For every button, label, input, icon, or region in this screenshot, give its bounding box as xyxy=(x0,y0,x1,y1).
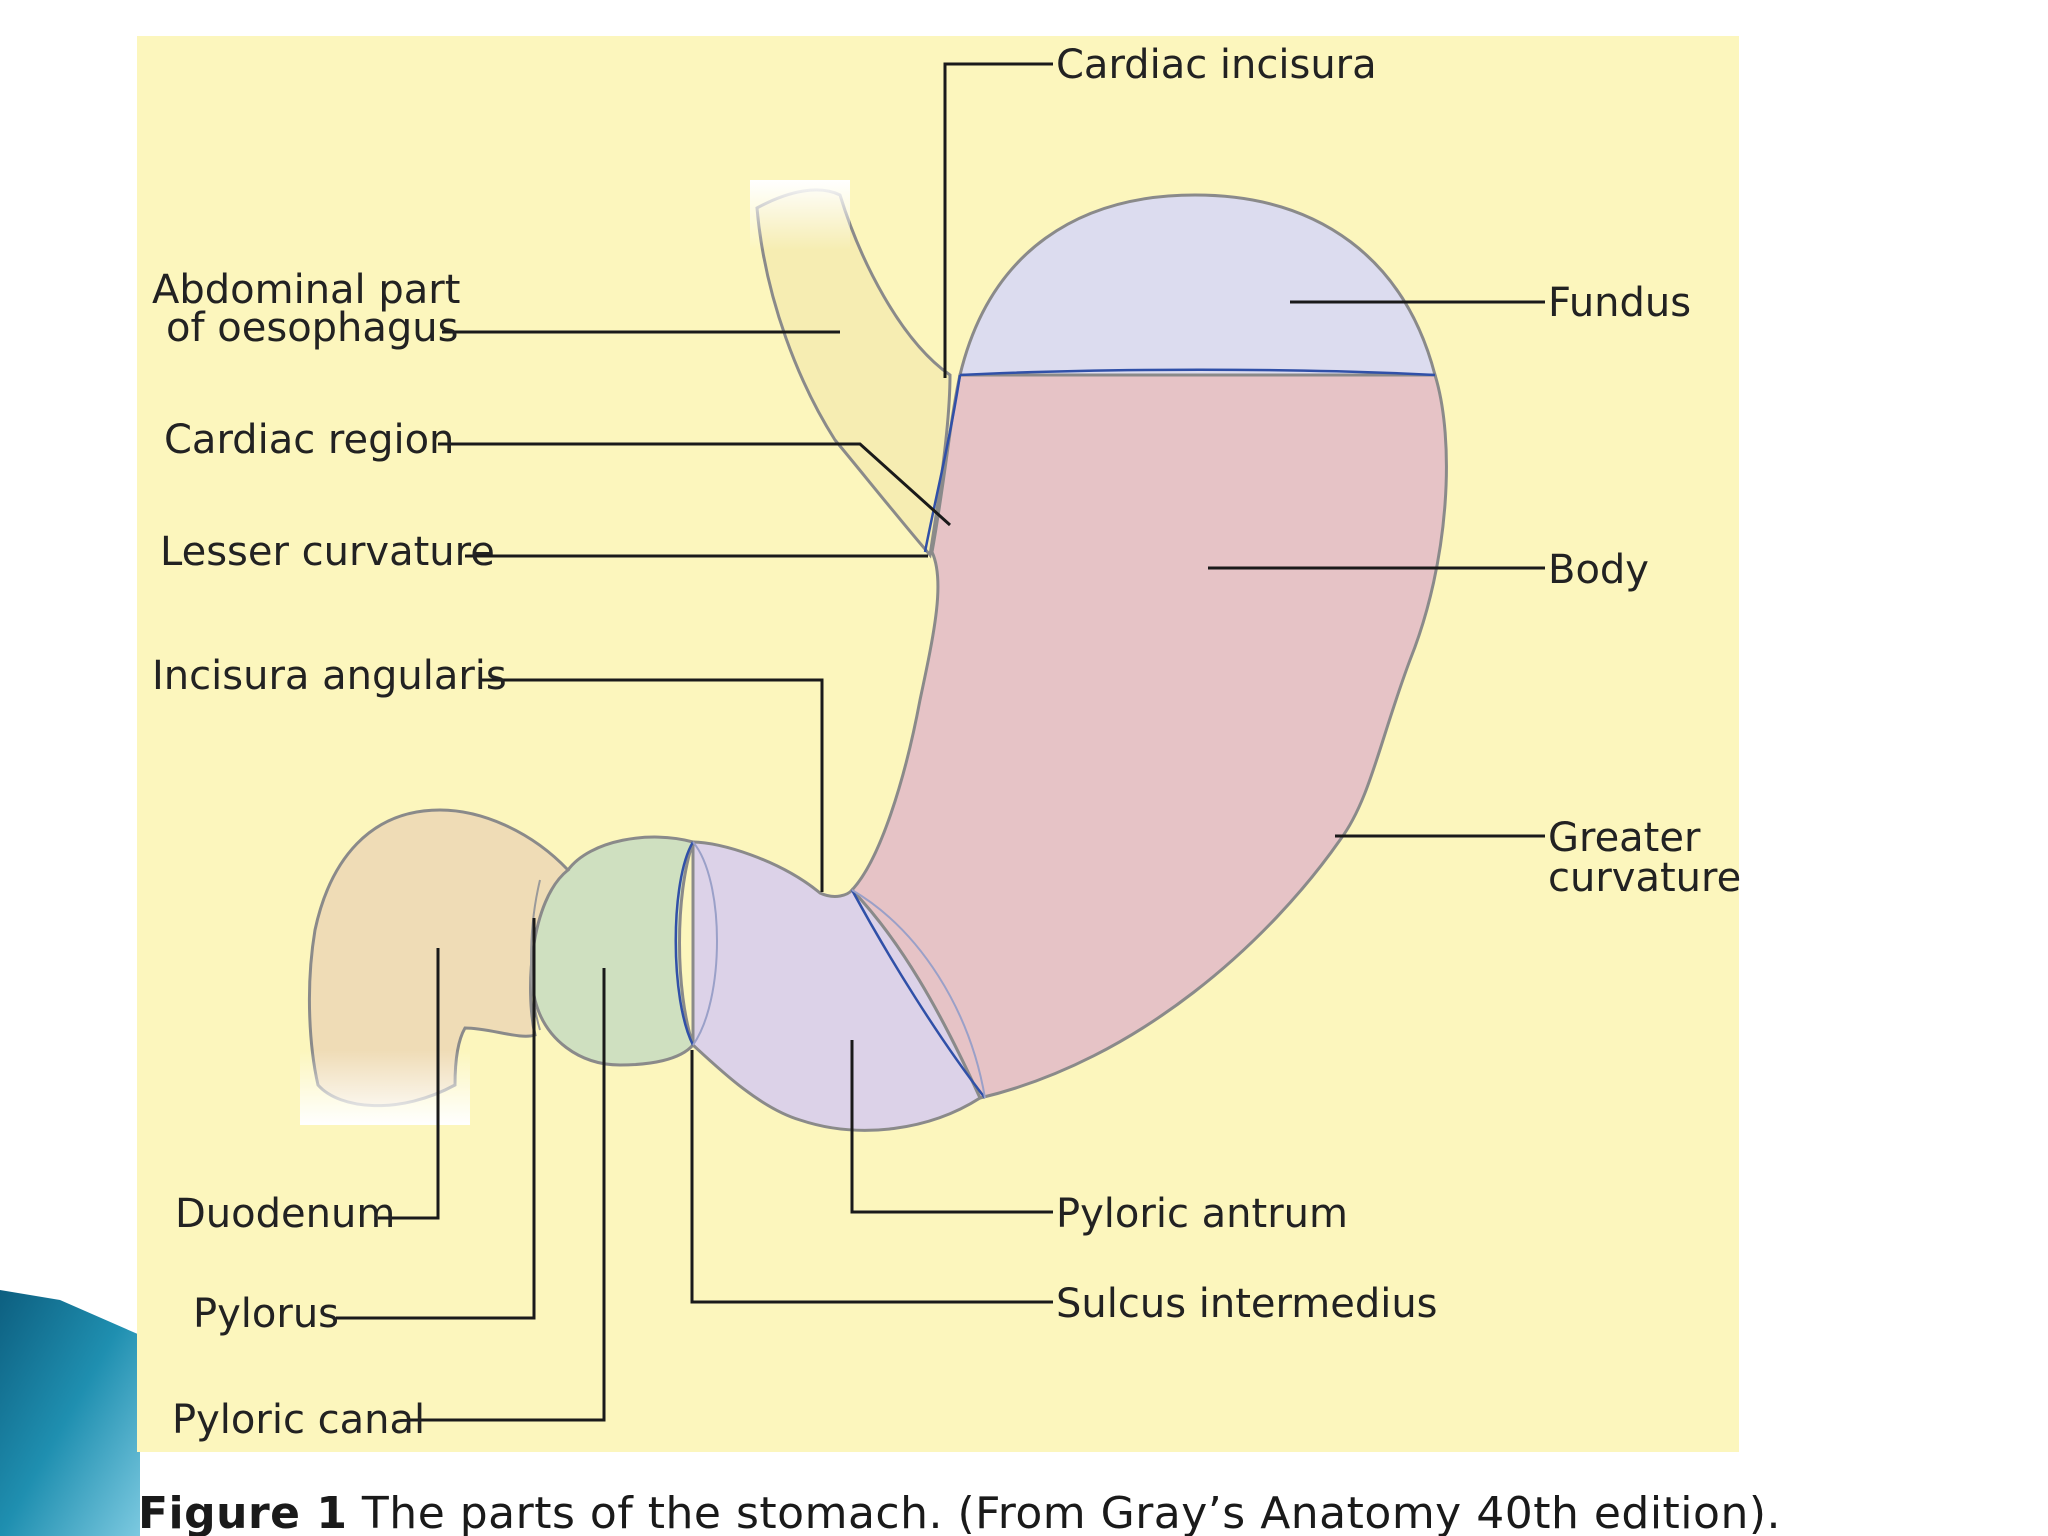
label-cardiac-incisura: Cardiac incisura xyxy=(1056,42,1377,88)
label-abdominal-part-line2: of oesophagus xyxy=(166,305,459,351)
leader-incisura-angularis xyxy=(480,678,824,892)
label-greater-curvature-line2: curvature xyxy=(1548,855,1741,901)
pylorus-ring xyxy=(530,879,541,1031)
leader-pyloric-antrum xyxy=(850,1040,1053,1214)
sulcus-divider xyxy=(674,841,695,1046)
label-duodenum: Duodenum xyxy=(175,1191,395,1237)
leader-pylorus xyxy=(336,918,536,1320)
leader-pyloric-canal xyxy=(410,968,606,1422)
label-abdominal-part-line1: Abdominal part xyxy=(152,267,460,313)
fundus-body-divider xyxy=(959,368,1436,377)
leader-cardiac-region xyxy=(438,442,952,527)
label-incisura-angularis: Incisura angularis xyxy=(152,653,507,699)
sulcus-divider-back xyxy=(692,841,718,1046)
figure-caption-text: The parts of the stomach. (From Gray’s A… xyxy=(347,1488,1781,1536)
label-fundus: Fundus xyxy=(1548,280,1691,326)
label-sulcus-intermedius: Sulcus intermedius xyxy=(1056,1281,1438,1327)
angular-divider xyxy=(850,889,986,1099)
slide-accent-shape xyxy=(0,1290,140,1536)
label-cardiac-region: Cardiac region xyxy=(164,417,454,463)
oesophagus-fade xyxy=(750,180,850,250)
label-pyloric-antrum: Pyloric antrum xyxy=(1056,1191,1348,1237)
angular-divider-back xyxy=(851,889,986,1099)
label-lesser-curvature: Lesser curvature xyxy=(160,529,495,575)
leader-cardiac-incisura xyxy=(943,62,1053,378)
label-body: Body xyxy=(1548,547,1649,593)
label-greater-curvature-line1: Greater xyxy=(1548,815,1701,861)
pyloric-antrum-shape xyxy=(691,840,982,1132)
figure-caption: Figure 1 The parts of the stomach. (From… xyxy=(138,1488,1781,1536)
leader-duodenum xyxy=(378,948,440,1220)
duodenum-fade xyxy=(300,1050,470,1125)
pyloric-canal-shape xyxy=(529,835,695,1067)
leader-sulcus-intermedius xyxy=(690,1050,1053,1304)
cardiac-divider xyxy=(923,374,962,553)
label-pyloric-canal: Pyloric canal xyxy=(172,1397,425,1443)
label-pylorus: Pylorus xyxy=(193,1291,339,1337)
figure-number: Figure 1 xyxy=(138,1488,348,1536)
fundus-shape xyxy=(958,193,1437,377)
